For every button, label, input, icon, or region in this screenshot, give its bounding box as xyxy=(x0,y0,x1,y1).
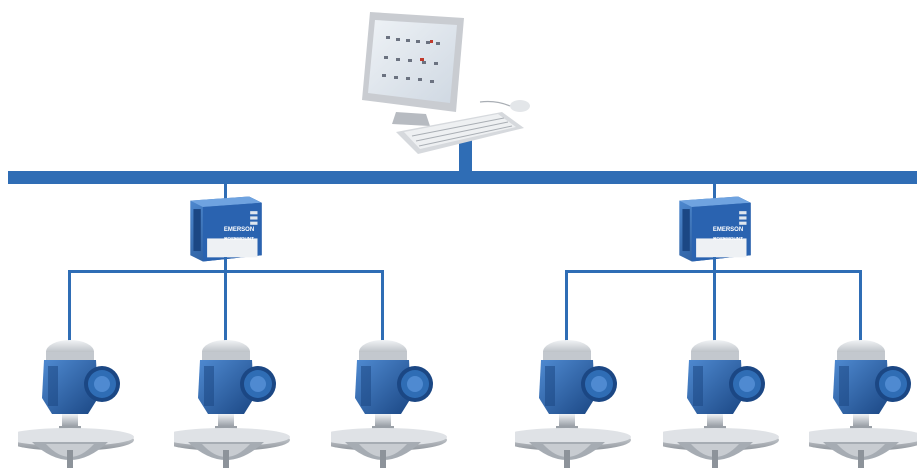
radar-level-transmitter-icon xyxy=(809,340,917,468)
radar-level-transmitter-icon xyxy=(663,340,779,468)
radar-level-transmitter-icon xyxy=(515,340,631,468)
gateway-brand-top: EMERSON xyxy=(224,227,254,233)
radar-level-transmitter-icon xyxy=(331,340,447,468)
transmitter-drop-line xyxy=(565,270,568,352)
gateway-branch-left: EMERSON ROSEMOUNT xyxy=(68,182,384,352)
transmitter-drop-line xyxy=(713,270,716,352)
gateway-downlink xyxy=(713,257,716,272)
gateway-downlink xyxy=(224,257,227,272)
transmitter-drop-line xyxy=(224,270,227,352)
transmitter-drop-line xyxy=(68,270,71,352)
gateway-uplink xyxy=(224,182,227,200)
main-network-bus xyxy=(8,171,917,184)
gateway-brand-bottom: ROSEMOUNT xyxy=(713,236,743,241)
radar-level-transmitter-icon xyxy=(174,340,290,468)
gateway-brand-bottom: ROSEMOUNT xyxy=(224,236,254,241)
transmitter-drop-line xyxy=(381,270,384,352)
radar-level-transmitter-icon xyxy=(18,340,134,468)
gateway-brand-top: EMERSON xyxy=(713,227,743,233)
gateway-uplink xyxy=(713,182,716,200)
computer-workstation-icon xyxy=(361,11,531,155)
workstation-bus-connector xyxy=(459,140,472,173)
transmitter-drop-line xyxy=(859,270,862,352)
gateway-branch-right: EMERSON ROSEMOUNT xyxy=(565,182,862,352)
